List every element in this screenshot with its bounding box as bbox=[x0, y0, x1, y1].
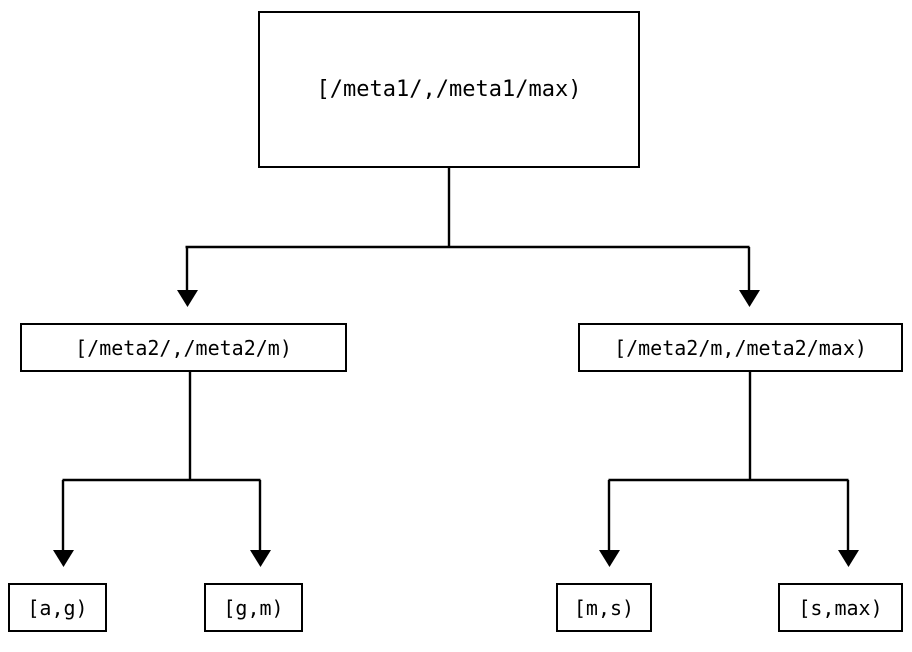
node-leaf-smax: [s,max) bbox=[778, 583, 903, 632]
arrowhead-root-to-mid-right bbox=[739, 290, 760, 307]
arrowhead-mid-right-to-leaf-ms bbox=[599, 550, 620, 567]
node-mid-left: [/meta2/,/meta2/m) bbox=[20, 323, 347, 372]
node-leaf-ms-label: [m,s) bbox=[573, 595, 635, 620]
node-leaf-smax-label: [s,max) bbox=[798, 595, 883, 620]
arrowhead-root-to-mid-left bbox=[177, 290, 198, 307]
node-leaf-ms: [m,s) bbox=[556, 583, 652, 632]
arrowhead-mid-right-to-leaf-smax bbox=[838, 550, 859, 567]
node-leaf-ag-label: [a,g) bbox=[27, 595, 88, 620]
arrowhead-mid-left-to-leaf-ag bbox=[53, 550, 74, 567]
node-mid-right: [/meta2/m,/meta2/max) bbox=[578, 323, 903, 372]
node-mid-left-label: [/meta2/,/meta2/m) bbox=[75, 335, 292, 360]
node-leaf-gm-label: [g,m) bbox=[223, 595, 284, 620]
arrowhead-mid-left-to-leaf-gm bbox=[250, 550, 271, 567]
node-mid-right-label: [/meta2/m,/meta2/max) bbox=[614, 335, 867, 360]
node-leaf-ag: [a,g) bbox=[8, 583, 107, 632]
node-root-label: [/meta1/,/meta1/max) bbox=[316, 76, 582, 102]
node-root: [/meta1/,/meta1/max) bbox=[258, 11, 640, 168]
node-leaf-gm: [g,m) bbox=[204, 583, 303, 632]
